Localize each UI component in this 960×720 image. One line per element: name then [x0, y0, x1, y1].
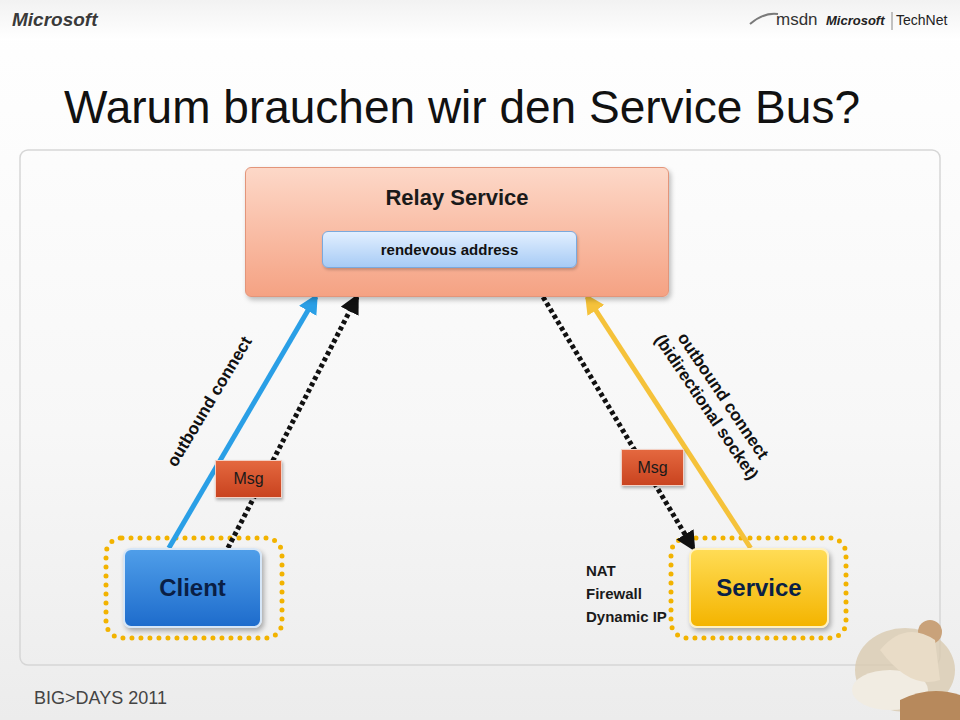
logo-separator [892, 12, 893, 30]
brand-logo: TechNet [896, 12, 947, 28]
brand-logo: Microsoft [826, 13, 885, 28]
content-panel [20, 150, 940, 665]
brand-logo: Microsoft [12, 9, 98, 31]
painting-decoration [852, 620, 960, 720]
rendezvous-address-box: rendevous address [322, 231, 577, 268]
constraint-note: Dynamic IP [586, 608, 667, 625]
node-text: rendevous address [381, 241, 519, 258]
service-box: Service [689, 548, 829, 628]
node-text: Msg [233, 470, 263, 488]
top-bar [0, 0, 960, 40]
constraint-note: NAT [586, 562, 616, 579]
node-text: Msg [637, 459, 667, 477]
message-box: Msg [621, 449, 684, 486]
relay-service-box: Relay Service rendevous address [245, 167, 669, 297]
node-text: Client [159, 574, 226, 602]
service-dotted-frame [671, 538, 846, 638]
msdn-swoosh [750, 14, 778, 24]
client-dotted-frame [106, 538, 282, 638]
node-text: Relay Service [385, 185, 528, 211]
brand-logo: msdn [776, 10, 818, 30]
event-footer: BIG>DAYS 2011 [34, 688, 167, 709]
message-box: Msg [215, 460, 282, 498]
connector-label: outbound connect [163, 333, 257, 471]
constraint-note: Firewall [586, 585, 642, 602]
node-text: Service [716, 574, 801, 602]
message-flow-arrow [228, 297, 357, 548]
client-box: Client [123, 548, 262, 628]
slide-title: Warum brauchen wir den Service Bus? [64, 80, 860, 134]
